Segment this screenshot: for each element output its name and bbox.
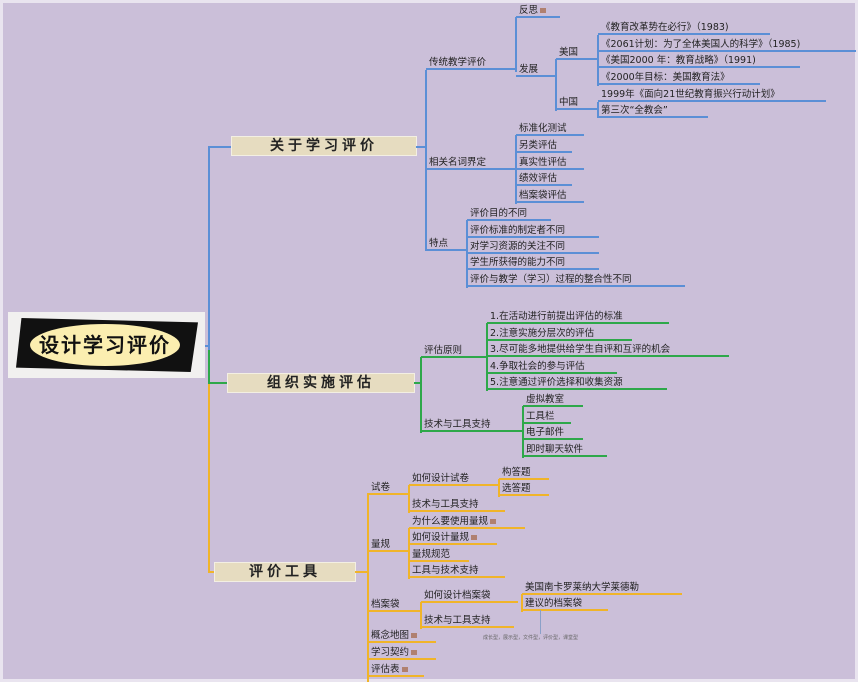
term-item[interactable]: 另类评估: [516, 140, 572, 153]
usa-item[interactable]: 《2000年目标：美国教育法》: [598, 72, 760, 85]
tech-item[interactable]: 虚拟教室: [523, 394, 583, 407]
node-reflect[interactable]: 反思: [516, 5, 560, 18]
connector: [420, 602, 422, 629]
principle-item[interactable]: 1.在活动进行前提出评估的标准: [487, 311, 669, 324]
callout-line: [540, 610, 541, 634]
exam-item[interactable]: 选答题: [499, 483, 549, 496]
node-label: 反思: [519, 5, 539, 16]
central-topic-label: 设计学习评价: [30, 324, 180, 366]
connector: [521, 594, 523, 612]
connector: [355, 571, 368, 573]
connector: [486, 323, 488, 391]
rubric-item[interactable]: 如何设计量规: [409, 532, 497, 545]
exam-item[interactable]: 构答题: [499, 467, 549, 480]
term-item[interactable]: 绩效评估: [516, 173, 572, 186]
china-item[interactable]: 1999年《面向21世纪教育振兴行动计划》: [598, 89, 826, 102]
usa-item[interactable]: 《2061计划：为了全体美国人的科学》（1985): [598, 39, 856, 52]
connector: [597, 102, 599, 118]
node-principles[interactable]: 评估原则: [421, 345, 488, 358]
node-label: 概念地图: [371, 630, 410, 641]
node-portfolio-design[interactable]: 如何设计档案袋: [421, 590, 518, 603]
node-label: 如何设计量规: [412, 532, 470, 543]
connector: [408, 485, 410, 513]
branch-line-3: [208, 382, 210, 573]
node-label: 学习契约: [371, 647, 410, 658]
connector: [408, 528, 410, 579]
feature-item[interactable]: 评价目的不同: [467, 208, 551, 221]
note-icon[interactable]: [401, 667, 408, 672]
feature-item[interactable]: 评价标准的制定者不同: [467, 225, 599, 238]
tech-item[interactable]: 即时聊天软件: [523, 444, 607, 457]
node-label: 为什么要使用量规: [412, 516, 489, 527]
rubric-item[interactable]: 量规规范: [409, 549, 469, 562]
branch-line-1: [208, 146, 210, 350]
connector: [498, 479, 500, 497]
node-rubric[interactable]: 量规: [368, 539, 409, 552]
portfolio-types-note: 成长型，展示型，文件型，评价型，课堂型: [483, 635, 579, 641]
connector: [522, 406, 524, 458]
connector: [416, 146, 426, 148]
topic-evaluation-tools[interactable]: 评价工具: [215, 563, 355, 581]
node-development[interactable]: 发展: [516, 64, 557, 77]
connector: [205, 345, 209, 347]
principle-item[interactable]: 3.尽可能多地提供给学生自评和互评的机会: [487, 344, 729, 357]
connector: [414, 382, 421, 384]
tool-item[interactable]: 概念地图: [368, 630, 436, 643]
central-topic[interactable]: 设计学习评价: [8, 312, 205, 378]
feature-item[interactable]: 对学习资源的关注不同: [467, 241, 599, 254]
portfolio-item[interactable]: 建议的档案袋: [522, 598, 608, 611]
principle-item[interactable]: 2.注意实施分层次的评估: [487, 328, 632, 341]
connector: [425, 70, 427, 251]
term-item[interactable]: 标准化测试: [516, 123, 584, 136]
node-features[interactable]: 特点: [426, 238, 467, 251]
note-icon[interactable]: [411, 650, 418, 655]
rubric-item[interactable]: 工具与技术支持: [409, 565, 505, 578]
node-exam-tech[interactable]: 技术与工具支持: [409, 499, 505, 512]
branch-line-2: [208, 350, 210, 383]
principle-item[interactable]: 4.争取社会的参与评估: [487, 361, 617, 374]
connector: [208, 571, 217, 573]
usa-item[interactable]: 《美国2000 年：教育战略》（1991): [598, 55, 800, 68]
connector: [367, 493, 369, 682]
node-traditional[interactable]: 传统教学评价: [426, 57, 516, 70]
node-label: 评估表: [371, 664, 400, 675]
portfolio-item[interactable]: 美国南卡罗莱纳大学莱德勒: [522, 582, 682, 595]
term-item[interactable]: 档案袋评估: [516, 190, 584, 203]
tool-item[interactable]: 评估表: [368, 664, 424, 677]
tool-item[interactable]: 学习契约: [368, 647, 436, 660]
rubric-item[interactable]: 为什么要使用量规: [409, 516, 525, 529]
note-icon[interactable]: [490, 519, 497, 524]
connector: [208, 382, 230, 384]
note-icon[interactable]: [540, 8, 547, 13]
topic-organize-evaluation[interactable]: 组织实施评估: [228, 374, 414, 392]
topic-about-evaluation[interactable]: 关于学习评价: [232, 137, 416, 155]
connector: [555, 59, 557, 111]
node-terms[interactable]: 相关名词界定: [426, 157, 516, 170]
node-china[interactable]: 中国: [556, 97, 599, 110]
connector: [597, 35, 599, 86]
node-exam[interactable]: 试卷: [368, 482, 409, 495]
node-tech-support[interactable]: 技术与工具支持: [421, 419, 524, 432]
connector: [208, 146, 234, 148]
note-icon[interactable]: [411, 633, 418, 638]
tech-item[interactable]: 电子邮件: [523, 427, 583, 440]
usa-item[interactable]: 《教育改革势在必行》（1983): [598, 22, 770, 35]
connector: [420, 357, 422, 433]
connector: [466, 220, 468, 288]
feature-item[interactable]: 学生所获得的能力不同: [467, 257, 599, 270]
china-item[interactable]: 第三次“全教会”: [598, 105, 708, 118]
note-icon[interactable]: [471, 535, 478, 540]
node-usa[interactable]: 美国: [556, 47, 599, 60]
node-portfolio[interactable]: 档案袋: [368, 599, 421, 612]
node-exam-design[interactable]: 如何设计试卷: [409, 473, 499, 486]
term-item[interactable]: 真实性评估: [516, 157, 584, 170]
node-portfolio-tech[interactable]: 技术与工具支持: [421, 615, 514, 628]
tech-item[interactable]: 工具栏: [523, 411, 571, 424]
feature-item[interactable]: 评价与教学（学习）过程的整合性不同: [467, 274, 685, 287]
principle-item[interactable]: 5.注意通过评价选择和收集资源: [487, 377, 667, 390]
connector: [515, 17, 517, 72]
